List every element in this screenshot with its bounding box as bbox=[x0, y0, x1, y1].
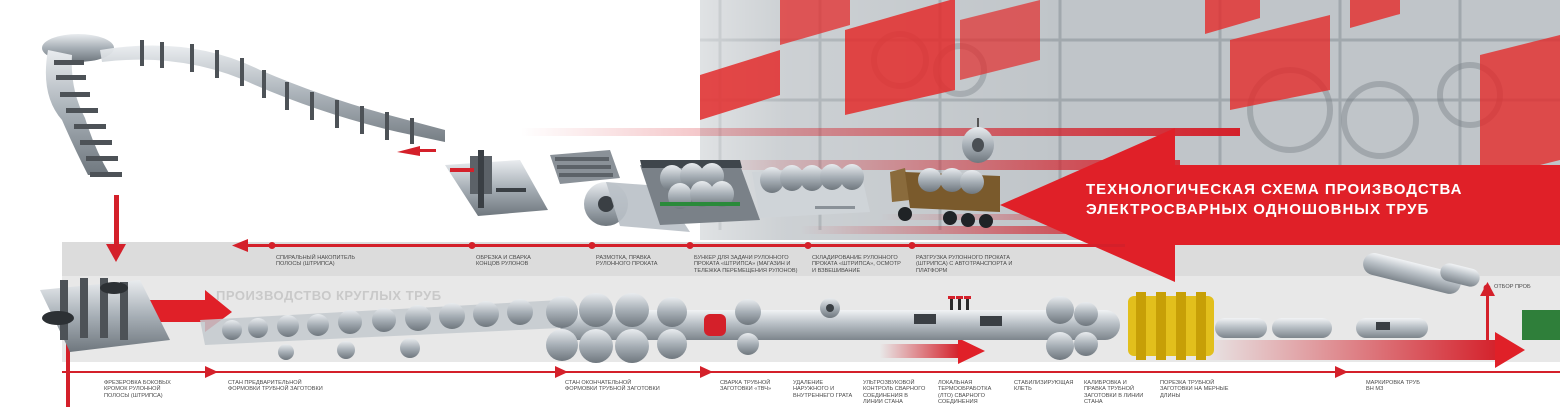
step-label: ОБРЕЗКА И СВАРКА КОНЦОВ РУЛОНОВ bbox=[476, 255, 531, 268]
step-pre-forming: СТАН ПРЕДВАРИТЕЛЬНОЙ ФОРМОВКИ ТРУБНОЙ ЗА… bbox=[228, 380, 328, 393]
title-line-1: ТЕХНОЛОГИЧЕСКАЯ СХЕМА ПРОИЗВОДСТВА bbox=[1086, 181, 1463, 198]
step-hf-welding: СВАРКА ТРУБНОЙ ЗАГОТОВКИ «ТВЧ» bbox=[720, 380, 782, 393]
step-label: ПОРЕЗКА ТРУБНОЙ ЗАГОТОВКИ НА МЕРНЫЕ ДЛИН… bbox=[1160, 380, 1229, 399]
upper-label-band bbox=[62, 242, 1560, 276]
step-ultrasonic: УЛЬТРОЗВУКОВОЙ КОНТРОЛЬ СВАРНОГО СОЕДИНЕ… bbox=[863, 380, 929, 406]
step-label: ОТБОР ПРОБ bbox=[1494, 284, 1531, 290]
step-label: УЛЬТРОЗВУКОВОЙ КОНТРОЛЬ СВАРНОГО СОЕДИНЕ… bbox=[863, 380, 926, 406]
upper-flow-arrows bbox=[106, 128, 1560, 282]
step-stabilizing: СТАБИЛИЗИРУЮЩАЯ КЛЕТЬ bbox=[1014, 380, 1078, 393]
step-unloading: РАЗГРУЗКА РУЛОННОГО ПРОКАТА (ШТРИПСА) С … bbox=[916, 255, 1016, 274]
step-label: СТАН ОКОНЧАТЕЛЬНОЙ ФОРМОВКИ ТРУБНОЙ ЗАГО… bbox=[565, 380, 660, 393]
coil-bunker bbox=[640, 160, 760, 225]
upper-step-markers bbox=[268, 242, 916, 249]
step-label: СВАРКА ТРУБНОЙ ЗАГОТОВКИ «ТВЧ» bbox=[720, 380, 772, 393]
step-bunker: БУНКЕР ДЛЯ ЗАДАЧИ РУЛОННОГО ПРОКАТА «ШТР… bbox=[694, 255, 802, 274]
diagram-title: ТЕХНОЛОГИЧЕСКАЯ СХЕМА ПРОИЗВОДСТВА ЭЛЕКТ… bbox=[1086, 180, 1486, 220]
step-deburring: УДАЛЕНИЕ НАРУЖНОГО И ВНУТРЕННЕГО ГРАТА bbox=[793, 380, 855, 399]
step-label: СПИРАЛЬНЫЙ НАКОПИТЕЛЬ ПОЛОСЫ (ШТРИПСА) bbox=[276, 255, 356, 268]
step-heat-treatment: ЛОКАЛЬНАЯ ТЕРМООБРАБОТКА (ЛТО) СВАРНОГО … bbox=[938, 380, 1004, 406]
lower-label-line bbox=[62, 366, 1560, 378]
step-edge-milling: ФРЕЗЕРОВКА БОКОВЫХ КРОМОК РУЛОННОЙ ПОЛОС… bbox=[104, 380, 184, 399]
step-label: РАЗМОТКА, ПРАВКА РУЛОННОГО ПРОКАТА bbox=[596, 255, 658, 268]
section-title: ПРОИЗВОДСТВО КРУГЛЫХ ТРУБ bbox=[216, 288, 442, 303]
step-label: СТАБИЛИЗИРУЮЩАЯ КЛЕТЬ bbox=[1014, 380, 1074, 393]
main-arrow bbox=[1000, 128, 1560, 282]
sample-taking-label: ОТБОР ПРОБ bbox=[1494, 284, 1554, 290]
step-label: УДАЛЕНИЕ НАРУЖНОГО И ВНУТРЕННЕГО ГРАТА bbox=[793, 380, 853, 399]
step-sizing: КАЛИБРОВКА И ПРАВКА ТРУБНОЙ ЗАГОТОВКИ В … bbox=[1084, 380, 1150, 406]
step-label: БУНКЕР ДЛЯ ЗАДАЧИ РУЛОННОГО ПРОКАТА «ШТР… bbox=[694, 255, 798, 274]
step-final-forming: СТАН ОКОНЧАТЕЛЬНОЙ ФОРМОВКИ ТРУБНОЙ ЗАГО… bbox=[565, 380, 665, 393]
step-cropping-welding: ОБРЕЗКА И СВАРКА КОНЦОВ РУЛОНОВ bbox=[476, 255, 546, 268]
spiral-accumulator bbox=[42, 34, 445, 177]
step-label: КАЛИБРОВКА И ПРАВКА ТРУБНОЙ ЗАГОТОВКИ В … bbox=[1084, 380, 1144, 406]
step-marking: МАРКИРОВКА ТРУБ ВН МЗ bbox=[1366, 380, 1426, 393]
step-label: СТАН ПРЕДВАРИТЕЛЬНОЙ ФОРМОВКИ ТРУБНОЙ ЗА… bbox=[228, 380, 323, 393]
coil-storage bbox=[752, 164, 870, 218]
step-label: РАЗГРУЗКА РУЛОННОГО ПРОКАТА (ШТРИПСА) С … bbox=[916, 255, 1013, 274]
lower-production-line bbox=[40, 253, 1560, 407]
step-spiral-accumulator: СПИРАЛЬНЫЙ НАКОПИТЕЛЬ ПОЛОСЫ (ШТРИПСА) bbox=[276, 255, 366, 268]
step-label: ЛОКАЛЬНАЯ ТЕРМООБРАБОТКА (ЛТО) СВАРНОГО … bbox=[938, 380, 992, 406]
coil-truck bbox=[890, 118, 1000, 228]
step-uncoiling: РАЗМОТКА, ПРАВКА РУЛОННОГО ПРОКАТА bbox=[596, 255, 666, 268]
step-cutting: ПОРЕЗКА ТРУБНОЙ ЗАГОТОВКИ НА МЕРНЫЕ ДЛИН… bbox=[1160, 380, 1240, 399]
step-label: ФРЕЗЕРОВКА БОКОВЫХ КРОМОК РУЛОННОЙ ПОЛОС… bbox=[104, 380, 171, 399]
step-storage: СКЛАДИРОВАНИЕ РУЛОННОГО ПРОКАТА «ШТРИПСА… bbox=[812, 255, 906, 274]
title-line-2: ЭЛЕКТРОСВАРНЫХ ОДНОШОВНЫХ ТРУБ bbox=[1086, 201, 1430, 218]
step-label: СКЛАДИРОВАНИЕ РУЛОННОГО ПРОКАТА «ШТРИПСА… bbox=[812, 255, 901, 274]
step-label: МАРКИРОВКА ТРУБ ВН МЗ bbox=[1366, 380, 1420, 393]
end-welding-machine bbox=[445, 150, 548, 216]
